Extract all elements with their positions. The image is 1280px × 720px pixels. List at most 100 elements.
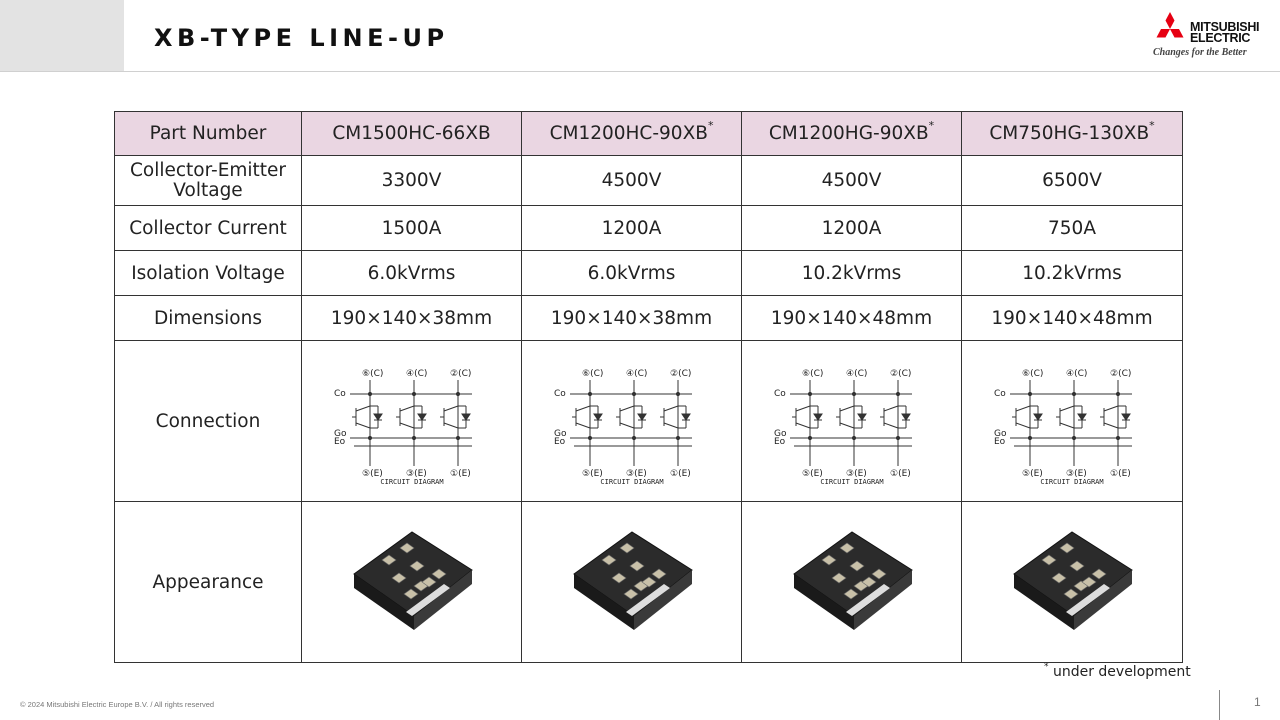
svg-text:④(C): ④(C) <box>1066 369 1087 379</box>
svg-text:④(C): ④(C) <box>626 369 647 379</box>
table-cell: 1200A <box>521 205 742 251</box>
row-label-line1: Collector-Emitter <box>129 159 287 181</box>
appearance-row: Appearance <box>114 501 1183 663</box>
svg-text:②(C): ②(C) <box>1110 369 1131 379</box>
table-cell: 6500V <box>961 155 1183 206</box>
page-number: 1 <box>1254 695 1261 709</box>
dev-mark: * <box>928 119 935 132</box>
igbt-module-image <box>352 531 473 630</box>
part-number-cell: CM1200HG-90XB* <box>741 111 962 156</box>
part-number-cell: CM750HG-130XB* <box>961 111 1183 156</box>
svg-text:①(E): ①(E) <box>450 469 471 479</box>
part-number-row: Part Number CM1500HC-66XB CM1200HC-90XB*… <box>114 111 1183 156</box>
table-cell: 4500V <box>521 155 742 206</box>
svg-text:⑤(E): ⑤(E) <box>802 469 823 479</box>
part-number-cell: CM1200HC-90XB* <box>521 111 742 156</box>
logo-line1: MITSUBISHI <box>1190 20 1260 34</box>
mitsubishi-electric-logo: MITSUBISHI ELECTRIC Changes for the Bett… <box>1150 12 1270 64</box>
dimensions-row: Dimensions 190×140×38mm 190×140×38mm 190… <box>114 295 1183 341</box>
igbt-module-image <box>792 531 913 630</box>
table-cell: 1200A <box>741 205 962 251</box>
table-cell: 3300V <box>301 155 522 206</box>
table-cell: 1500A <box>301 205 522 251</box>
table-cell: 10.2kVrms <box>741 250 962 296</box>
svg-text:CIRCUIT DIAGRAM: CIRCUIT DIAGRAM <box>1040 478 1103 486</box>
svg-text:①(E): ①(E) <box>1110 469 1131 479</box>
footnote-mark: * <box>1044 662 1049 672</box>
svg-text:Go: Go <box>554 429 567 439</box>
table-cell: 190×140×38mm <box>301 295 522 341</box>
dev-mark: * <box>707 119 714 132</box>
svg-text:CIRCUIT DIAGRAM: CIRCUIT DIAGRAM <box>380 478 443 486</box>
table-cell: 190×140×48mm <box>961 295 1183 341</box>
part-number-label: Part Number <box>114 111 302 156</box>
table-cell: 190×140×38mm <box>521 295 742 341</box>
svg-text:⑤(E): ⑤(E) <box>582 469 603 479</box>
svg-text:Eo: Eo <box>994 437 1006 447</box>
svg-text:③(E): ③(E) <box>846 469 867 479</box>
row-label: Collector Current <box>114 205 302 251</box>
footer-divider <box>1219 690 1220 720</box>
igbt-module-image <box>1013 531 1133 630</box>
svg-text:Co: Co <box>774 389 786 399</box>
svg-text:①(E): ①(E) <box>890 469 911 479</box>
module-photo-cell <box>301 501 522 663</box>
three-diamonds-icon <box>1156 12 1184 38</box>
logo-line2: ELECTRIC <box>1190 31 1251 45</box>
svg-text:⑥(C): ⑥(C) <box>362 369 383 379</box>
table-cell: 4500V <box>741 155 962 206</box>
svg-text:⑥(C): ⑥(C) <box>582 369 603 379</box>
svg-text:⑤(E): ⑤(E) <box>1022 469 1043 479</box>
svg-text:Go: Go <box>774 429 787 439</box>
svg-text:③(E): ③(E) <box>626 469 647 479</box>
table-cell: 750A <box>961 205 1183 251</box>
svg-text:Go: Go <box>994 429 1007 439</box>
svg-text:⑥(C): ⑥(C) <box>802 369 823 379</box>
svg-text:CIRCUIT DIAGRAM: CIRCUIT DIAGRAM <box>820 478 883 486</box>
svg-text:①(E): ①(E) <box>670 469 691 479</box>
svg-text:③(E): ③(E) <box>1066 469 1087 479</box>
footnote-text: under development <box>1048 664 1191 680</box>
lineup-table: Part Number CM1500HC-66XB CM1200HC-90XB*… <box>114 111 1183 663</box>
svg-text:Eo: Eo <box>554 437 566 447</box>
svg-text:④(C): ④(C) <box>406 369 427 379</box>
svg-text:Co: Co <box>994 389 1006 399</box>
svg-text:Co: Co <box>554 389 566 399</box>
svg-text:②(C): ②(C) <box>450 369 471 379</box>
row-label: Dimensions <box>114 295 302 341</box>
part-name: CM1200HC-90XB <box>549 123 708 144</box>
module-photo-cell <box>961 501 1183 663</box>
copyright: © 2024 Mitsubishi Electric Europe B.V. /… <box>20 700 215 709</box>
svg-text:②(C): ②(C) <box>670 369 691 379</box>
isolation-voltage-row: Isolation Voltage 6.0kVrms 6.0kVrms 10.2… <box>114 250 1183 296</box>
table-cell: 6.0kVrms <box>521 250 742 296</box>
svg-text:Go: Go <box>334 429 347 439</box>
part-name: CM1200HG-90XB <box>768 123 929 144</box>
row-label: Connection <box>114 340 302 502</box>
dev-mark: * <box>1149 119 1155 132</box>
svg-text:⑤(E): ⑤(E) <box>362 469 383 479</box>
row-label: Appearance <box>114 501 302 663</box>
igbt-module-image <box>572 531 693 630</box>
module-photo-cell <box>741 501 962 663</box>
footnote: * under development <box>1044 662 1191 680</box>
logo-slogan: Changes for the Better <box>1153 47 1247 58</box>
svg-text:Eo: Eo <box>774 437 786 447</box>
module-photo-cell <box>521 501 742 663</box>
svg-text:CIRCUIT DIAGRAM: CIRCUIT DIAGRAM <box>600 478 663 486</box>
svg-text:⑥(C): ⑥(C) <box>1022 369 1043 379</box>
table-cell: 6.0kVrms <box>301 250 522 296</box>
row-label-line2: Voltage <box>173 179 243 201</box>
svg-text:②(C): ②(C) <box>890 369 911 379</box>
part-name: CM1500HC-66XB <box>332 123 491 144</box>
table-cell: 10.2kVrms <box>961 250 1183 296</box>
svg-text:Eo: Eo <box>334 437 346 447</box>
